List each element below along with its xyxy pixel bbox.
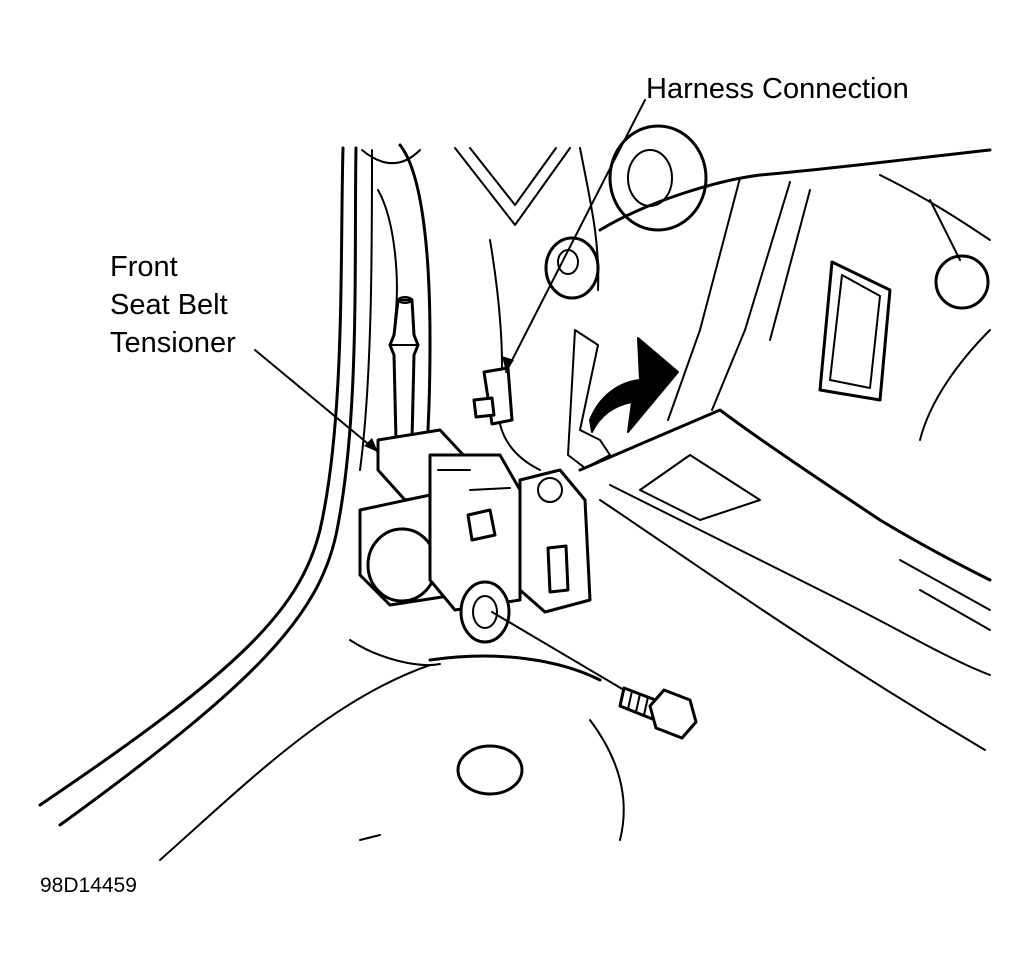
pillar-grommets [456, 124, 990, 796]
b-pillar [38, 146, 421, 827]
harness-connection-label: Harness Connection [646, 70, 909, 108]
harness-leader-arrowhead [502, 356, 514, 372]
tensioner-label-line-2: Seat Belt [110, 289, 228, 321]
direction-arrow [567, 329, 679, 469]
tensioner-leader-arrowhead [364, 438, 378, 452]
floor-pan [159, 408, 992, 861]
tensioner-label-line-1: Front [110, 251, 178, 283]
harness-connector [472, 366, 541, 471]
tensioner-label-line-3: Tensioner [110, 327, 236, 359]
bolt-leader-line [491, 611, 625, 691]
mounting-bolt [618, 686, 698, 740]
figure-id-label: 98D14459 [40, 874, 137, 897]
harness-connection-text: Harness Connection [646, 73, 909, 105]
tensioner-leader-line [254, 349, 379, 453]
rear-body-panels [598, 148, 992, 441]
seat-belt-tensioner-label: Front Seat Belt Tensioner [110, 248, 236, 362]
tensioner-assembly [358, 428, 592, 644]
harness-leader-line [505, 99, 646, 373]
leader-lines [254, 99, 646, 691]
